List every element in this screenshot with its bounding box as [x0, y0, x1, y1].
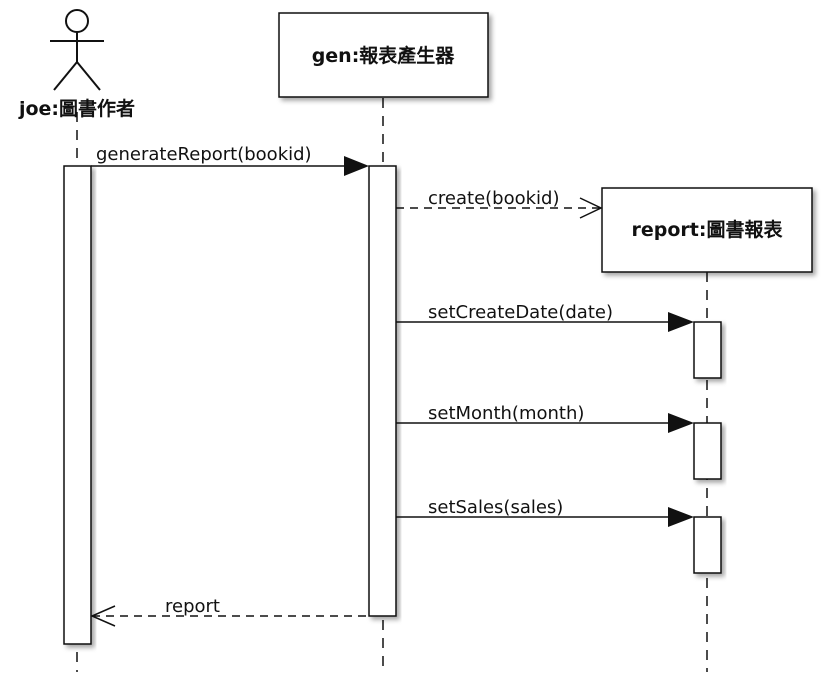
- filled-arrowhead-icon: [668, 507, 694, 527]
- activation-report-3: [693, 516, 722, 574]
- participant-box-gen: [278, 12, 489, 98]
- message-label-report-return: report: [165, 596, 220, 617]
- filled-arrowhead-icon: [344, 156, 369, 176]
- activation-gen: [368, 165, 397, 617]
- filled-arrowhead-icon: [668, 413, 694, 433]
- actor-joe: [50, 9, 104, 91]
- message-label-create: create(bookid): [428, 188, 559, 209]
- message-label-set-month: setMonth(month): [428, 403, 584, 424]
- message-generate-report: generateReport(bookid): [91, 144, 369, 176]
- filled-arrowhead-icon: [668, 312, 694, 332]
- activation-report-1: [693, 321, 722, 379]
- message-label-set-sales: setSales(sales): [428, 497, 563, 518]
- message-set-create-date: setCreateDate(date): [396, 302, 694, 332]
- message-set-sales: setSales(sales): [396, 497, 694, 527]
- message-create: create(bookid): [396, 188, 603, 219]
- participant-label-joe: joe:圖書作者: [18, 97, 135, 120]
- actor-head-icon: [65, 9, 89, 33]
- activation-report-2: [693, 422, 722, 480]
- message-set-month: setMonth(month): [396, 403, 694, 433]
- message-label-generate-report: generateReport(bookid): [96, 144, 312, 165]
- participant-label-gen: gen:報表產生器: [312, 44, 456, 67]
- open-arrowhead-icon: [90, 605, 116, 627]
- open-arrowhead-icon: [579, 197, 603, 219]
- participant-box-report: [601, 187, 813, 273]
- message-label-set-create-date: setCreateDate(date): [428, 302, 613, 323]
- activation-joe: [63, 165, 92, 645]
- participant-label-report: report:圖書報表: [632, 218, 784, 241]
- message-report-return: report: [90, 596, 369, 627]
